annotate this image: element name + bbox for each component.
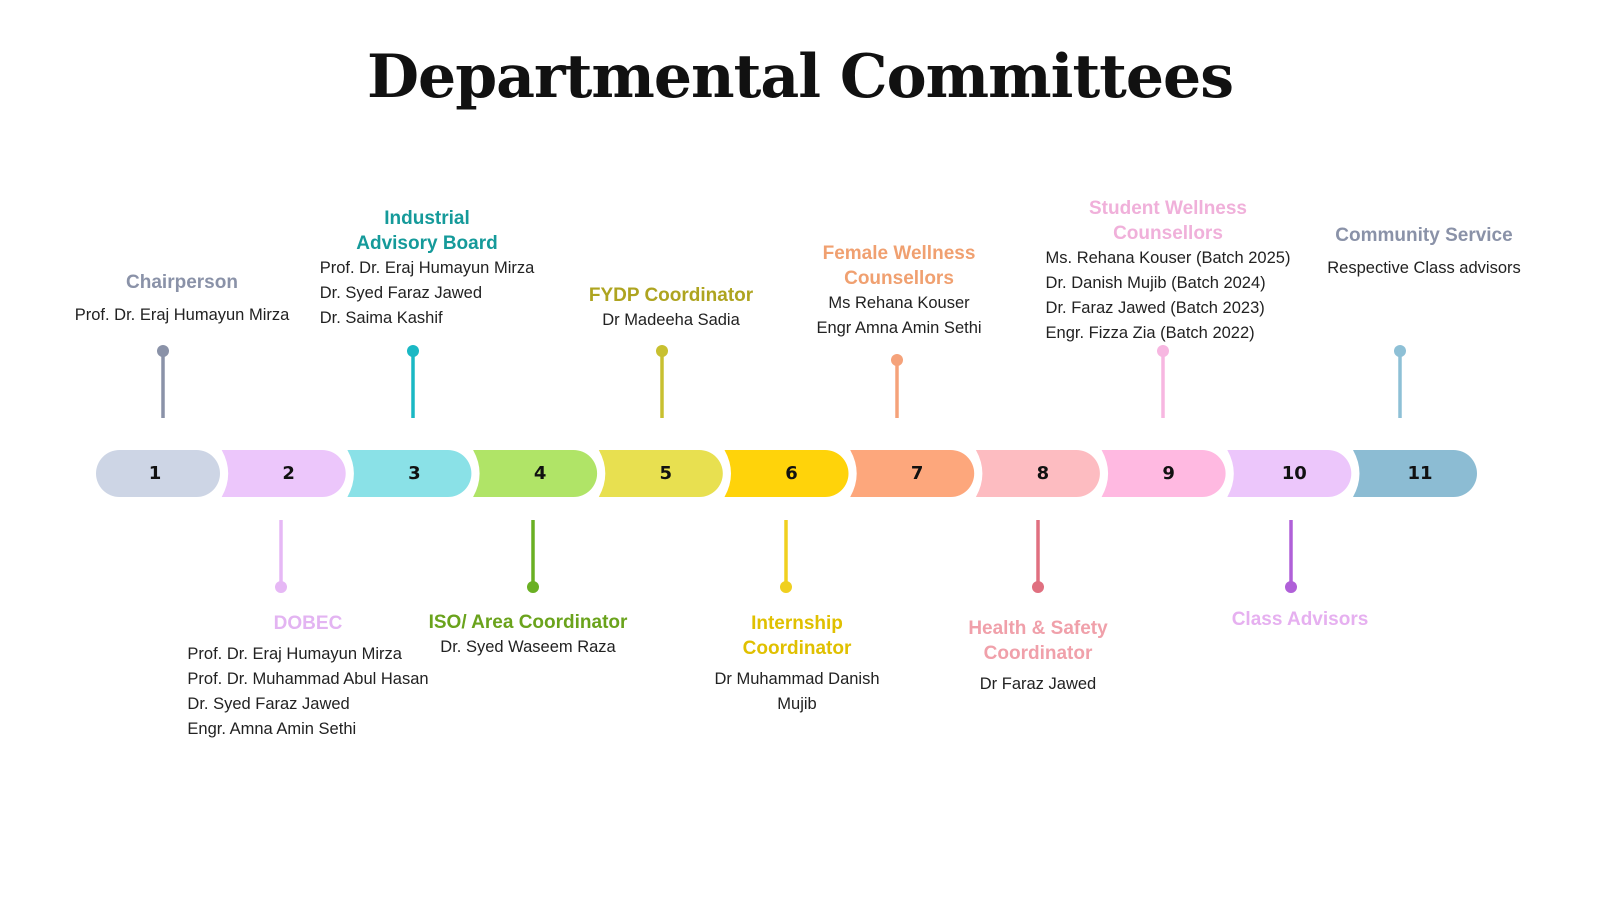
committee-title: ISO/ Area Coordinator bbox=[428, 612, 628, 633]
step-shape bbox=[1101, 450, 1226, 497]
committee-member: Engr. Amna Amin Sethi bbox=[187, 720, 357, 738]
committee-member: Dr Muhammad Danish bbox=[714, 670, 880, 688]
committee-5: FYDP Coordinator Dr Madeeha Sadia bbox=[589, 283, 753, 333]
step-number: 8 bbox=[1037, 463, 1050, 484]
pin-marker bbox=[1394, 345, 1406, 418]
step-5: 5 bbox=[598, 450, 723, 497]
committee-title: Chairperson bbox=[126, 272, 238, 293]
step-number: 10 bbox=[1282, 463, 1307, 484]
step-shape bbox=[347, 450, 472, 497]
committee-member: Engr Amna Amin Sethi bbox=[816, 319, 982, 337]
committee-member: Prof. Dr. Eraj Humayun Mirza bbox=[74, 306, 290, 324]
pin-marker bbox=[407, 345, 419, 418]
committee-title: Counsellors bbox=[1113, 223, 1223, 244]
committee-title: Student Wellness bbox=[1088, 198, 1248, 219]
step-shape bbox=[1227, 450, 1352, 497]
step-2: 2 bbox=[221, 450, 346, 497]
pin-marker bbox=[1285, 520, 1297, 593]
committee-member: Dr. Saima Kashif bbox=[319, 309, 443, 327]
pin-marker bbox=[1157, 345, 1169, 418]
committee-member: Dr. Danish Mujib (Batch 2024) bbox=[1045, 274, 1266, 292]
committee-member: Prof. Dr. Muhammad Abul Hasan bbox=[187, 670, 429, 688]
step-number: 5 bbox=[660, 463, 673, 484]
committee-member: Prof. Dr. Eraj Humayun Mirza bbox=[187, 645, 402, 663]
step-number: 1 bbox=[149, 463, 162, 484]
step-number: 2 bbox=[282, 463, 295, 484]
pin-marker bbox=[780, 520, 792, 593]
committee-member: Dr. Syed Waseem Raza bbox=[440, 638, 616, 656]
step-number: 9 bbox=[1162, 463, 1175, 484]
step-shape bbox=[473, 450, 598, 497]
pin-marker bbox=[527, 520, 539, 593]
committee-member: Ms. Rehana Kouser (Batch 2025) bbox=[1045, 249, 1291, 267]
committee-member: Ms Rehana Kouser bbox=[828, 294, 970, 312]
committee-title: Internship bbox=[751, 613, 843, 634]
committee-title: Class Advisors bbox=[1231, 609, 1369, 630]
committee-member: Dr Madeeha Sadia bbox=[602, 311, 740, 329]
step-number: 7 bbox=[911, 463, 924, 484]
step-shape bbox=[975, 450, 1100, 497]
committee-title: Health & Safety bbox=[968, 618, 1108, 639]
committee-title: Female Wellness bbox=[822, 243, 976, 264]
step-6: 6 bbox=[724, 450, 849, 497]
pin-marker bbox=[1032, 520, 1044, 593]
committee-title: Community Service bbox=[1335, 225, 1513, 246]
committee-member: Respective Class advisors bbox=[1327, 259, 1521, 277]
step-number: 4 bbox=[534, 463, 547, 484]
committee-title: FYDP Coordinator bbox=[588, 285, 754, 306]
step-shape bbox=[598, 450, 723, 497]
step-shape bbox=[96, 450, 220, 497]
committee-member: Dr. Syed Faraz Jawed bbox=[319, 284, 483, 302]
pin-marker bbox=[157, 345, 169, 418]
committee-title: Advisory Board bbox=[356, 233, 498, 254]
step-number: 11 bbox=[1407, 463, 1432, 484]
committee-member: Dr. Syed Faraz Jawed bbox=[187, 695, 350, 713]
committee-member: Engr. Fizza Zia (Batch 2022) bbox=[1045, 324, 1255, 342]
step-4: 4 bbox=[473, 450, 598, 497]
page-title: Departmental Committees bbox=[366, 42, 1234, 112]
step-9: 9 bbox=[1101, 450, 1226, 497]
committee-title: Counsellors bbox=[844, 268, 954, 289]
step-7: 7 bbox=[850, 450, 975, 497]
committee-title: Coordinator bbox=[742, 638, 852, 659]
committee-member: Dr Faraz Jawed bbox=[979, 675, 1097, 693]
step-shape bbox=[221, 450, 346, 497]
step-10: 10 bbox=[1227, 450, 1352, 497]
pin-marker bbox=[275, 520, 287, 593]
step-11: 11 bbox=[1353, 450, 1477, 497]
step-shape bbox=[1353, 450, 1477, 497]
pin-marker bbox=[891, 354, 903, 418]
step-shape bbox=[724, 450, 849, 497]
committee-title: Coordinator bbox=[983, 643, 1093, 664]
committee-10: Class Advisors bbox=[1232, 607, 1369, 632]
pin-marker bbox=[656, 345, 668, 418]
step-8: 8 bbox=[975, 450, 1100, 497]
committee-member: Dr. Faraz Jawed (Batch 2023) bbox=[1045, 299, 1265, 317]
committee-member: Prof. Dr. Eraj Humayun Mirza bbox=[319, 259, 535, 277]
step-1: 1 bbox=[96, 450, 220, 497]
committee-title: Industrial bbox=[384, 208, 470, 229]
step-number: 6 bbox=[785, 463, 798, 484]
step-number: 3 bbox=[408, 463, 421, 484]
committee-member: Mujib bbox=[777, 695, 817, 713]
step-3: 3 bbox=[347, 450, 472, 497]
committee-title: DOBEC bbox=[273, 613, 343, 634]
step-shape bbox=[850, 450, 975, 497]
